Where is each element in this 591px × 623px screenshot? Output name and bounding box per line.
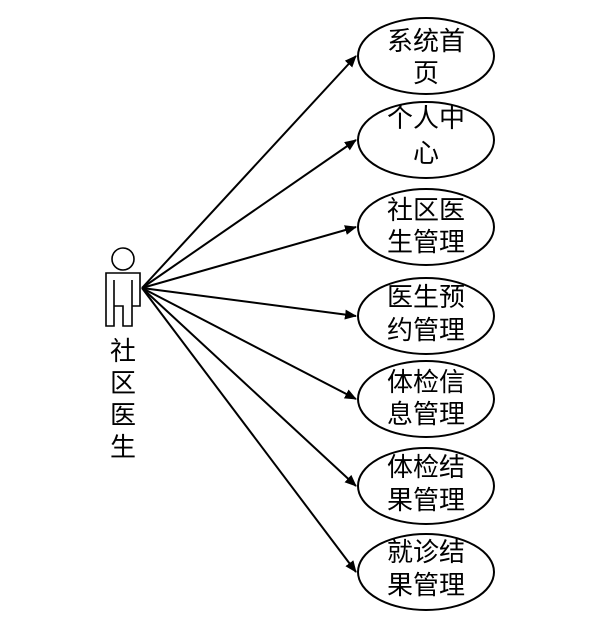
use-case-label-line2: 心 [413,139,439,169]
use-case-label-line1: 体检结 [387,453,465,483]
actor: 社 区 医 生 [105,247,141,463]
use-case-label-line1: 就诊结 [387,538,465,568]
actor-label-char: 区 [110,369,136,399]
association-arrow [141,287,357,400]
use-case-label-line2: 果管理 [387,571,465,601]
use-case: 个人中 心 [357,101,495,179]
association-arrow [141,55,357,289]
associations [141,55,357,573]
use-case-label-line2: 约管理 [387,316,465,346]
use-case-label-line2: 生管理 [387,228,465,258]
use-case: 社区医 生管理 [357,188,495,266]
use-case-label-line2: 页 [413,59,439,89]
use-case: 体检结 果管理 [357,447,495,525]
actor-figure-icon [105,247,141,327]
use-case: 医生预 约管理 [357,277,495,355]
association-arrow [141,287,357,573]
association-arrow [141,287,357,320]
use-case: 就诊结 果管理 [357,533,495,611]
use-case-label-line2: 果管理 [387,486,465,516]
association-arrow [141,139,357,289]
use-case-label-line1: 系统首 [387,27,465,57]
use-case: 体检信 息管理 [357,360,495,438]
use-case-label-line1: 体检信 [387,368,465,398]
association-arrow [141,287,357,487]
use-case-label-line1: 个人中 [387,104,465,134]
use-case-label-line1: 社区医 [387,196,465,226]
actor-label-char: 生 [110,433,136,463]
use-case: 系统首 页 [357,17,495,95]
use-case-label-line1: 医生预 [387,283,465,313]
use-case-label-line2: 息管理 [387,400,465,430]
actor-label-char: 社 [110,337,136,367]
association-arrow [141,225,357,289]
actor-label-char: 医 [110,401,136,431]
